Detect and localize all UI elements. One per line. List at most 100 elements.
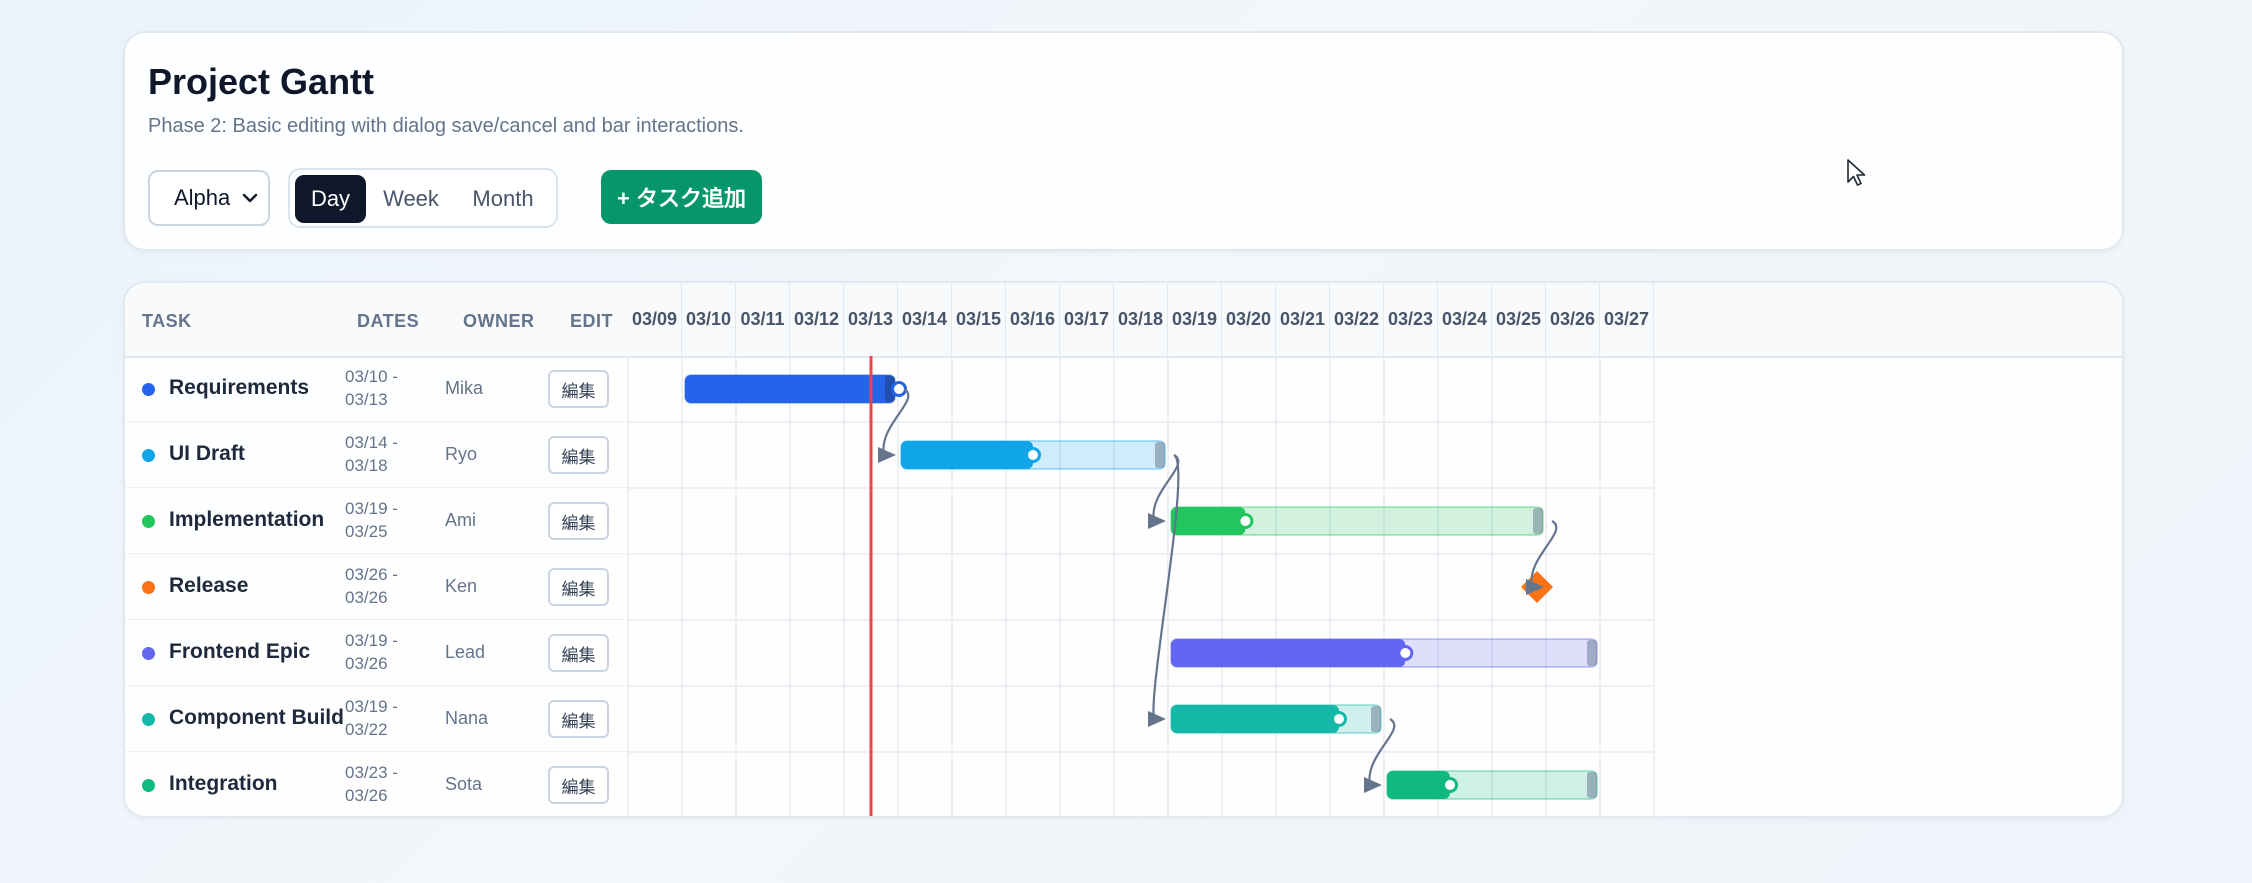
dependency-arrowhead	[1526, 579, 1544, 595]
task-name: Release	[169, 574, 249, 597]
dependency-arrowhead	[1364, 777, 1382, 793]
task-owner: Ami	[445, 510, 476, 530]
column-header-edit: EDIT	[570, 311, 614, 331]
date-header: 03/21	[1276, 283, 1330, 356]
page-title: Project Gantt	[148, 61, 375, 102]
task-date-start: 03/19 -	[345, 631, 398, 650]
edit-task-button[interactable]: 編集	[548, 436, 609, 474]
date-header: 03/27	[1600, 283, 1654, 356]
add-task-button[interactable]: + タスク追加	[601, 170, 762, 224]
progress-handle[interactable]	[1237, 513, 1254, 529]
date-header: 03/24	[1438, 283, 1492, 356]
task-name: Frontend Epic	[169, 640, 311, 663]
date-header: 03/11	[736, 283, 790, 356]
task-bar-progress	[901, 441, 1033, 469]
progress-handle[interactable]	[891, 381, 907, 397]
task-row: Requirements 03/10 -03/13 Mika 編集	[125, 356, 628, 422]
view-mode-toggle: Day Week Month	[288, 168, 558, 228]
task-date-start: 03/19 -	[345, 499, 398, 518]
edit-task-button[interactable]: 編集	[548, 568, 609, 606]
dependency-arrow	[1152, 454, 1180, 720]
date-header: 03/23	[1384, 283, 1438, 356]
task-dates: 03/14 - 03/18	[345, 431, 398, 477]
task-color-dot	[142, 449, 155, 462]
progress-handle[interactable]	[1442, 777, 1458, 793]
resize-handle[interactable]	[1533, 508, 1543, 534]
task-dates: 03/26 - 03/26	[345, 563, 398, 609]
view-month-button[interactable]: Month	[472, 186, 534, 211]
view-week-button[interactable]: Week	[383, 186, 439, 211]
task-color-dot	[142, 647, 155, 660]
date-header: 03/12	[790, 283, 844, 356]
edit-task-button[interactable]: 編集	[548, 502, 609, 540]
task-date-end: 03/18	[345, 456, 388, 475]
project-select-value: Alpha	[174, 185, 231, 210]
edit-task-button[interactable]: 編集	[548, 634, 609, 672]
page-subtitle: Phase 2: Basic editing with dialog save/…	[148, 115, 744, 137]
edit-task-button[interactable]: 編集	[548, 370, 609, 408]
task-name: Implementation	[169, 508, 325, 531]
date-header: 03/22	[1330, 283, 1384, 356]
view-day-button[interactable]: Day	[295, 175, 366, 223]
task-date-start: 03/10 -	[345, 367, 398, 386]
date-header: 03/15	[952, 283, 1006, 356]
task-bar-progress	[1171, 507, 1246, 535]
task-color-dot	[142, 779, 155, 792]
task-date-start: 03/14 -	[345, 433, 398, 452]
task-dates: 03/23 -03/26	[345, 761, 398, 807]
task-dates: 03/10 -03/13	[345, 365, 398, 411]
dependency-arrowhead	[1148, 513, 1166, 529]
resize-handle[interactable]	[1587, 640, 1597, 666]
progress-handle[interactable]	[1025, 447, 1041, 463]
task-name: Component Build	[169, 706, 344, 729]
task-bar-progress	[1171, 639, 1406, 667]
task-color-dot	[142, 581, 155, 594]
header-panel: Project Gantt Phase 2: Basic editing wit…	[123, 31, 2124, 251]
task-name: UI Draft	[169, 442, 245, 465]
date-header: 03/19	[1168, 283, 1222, 356]
edit-task-button[interactable]: 編集	[548, 700, 609, 738]
progress-handle[interactable]	[1331, 711, 1347, 727]
column-header-owner: OWNER	[463, 311, 535, 331]
task-date-start: 03/19 -	[345, 697, 398, 716]
resize-handle[interactable]	[1371, 706, 1381, 732]
dependency-arrow	[1530, 520, 1558, 588]
task-date-end: 03/26	[345, 588, 388, 607]
task-color-dot	[142, 383, 155, 396]
edit-task-button[interactable]: 編集	[548, 766, 609, 804]
date-header: 03/09	[628, 283, 682, 356]
dependency-arrow	[1152, 454, 1180, 522]
project-select[interactable]: Alpha	[148, 170, 270, 226]
task-bar-progress	[1171, 705, 1339, 733]
task-owner: Nana	[445, 708, 489, 728]
dependency-arrow	[882, 388, 910, 456]
task-name: Requirements	[169, 376, 310, 399]
dependency-arrowhead	[878, 447, 896, 463]
gantt-chart	[627, 356, 1655, 816]
task-owner: Lead	[445, 642, 486, 662]
column-header-dates: DATES	[357, 311, 420, 331]
resize-handle[interactable]	[1155, 442, 1165, 468]
task-date-end: 03/26	[345, 786, 388, 805]
resize-handle[interactable]	[1587, 772, 1597, 798]
date-header: 03/18	[1114, 283, 1168, 356]
resize-handle[interactable]	[885, 376, 895, 402]
date-header: 03/10	[682, 283, 736, 356]
progress-handle[interactable]	[1397, 645, 1414, 661]
chevron-down-icon	[242, 193, 258, 203]
task-name: Integration	[169, 772, 278, 795]
task-bar-progress	[1387, 771, 1450, 799]
date-header: 03/13	[844, 283, 898, 356]
mouse-cursor-icon	[1847, 159, 1866, 186]
task-color-dot	[142, 713, 155, 726]
task-date-start: 03/26 -	[345, 565, 398, 584]
task-owner: Mika	[445, 378, 484, 398]
